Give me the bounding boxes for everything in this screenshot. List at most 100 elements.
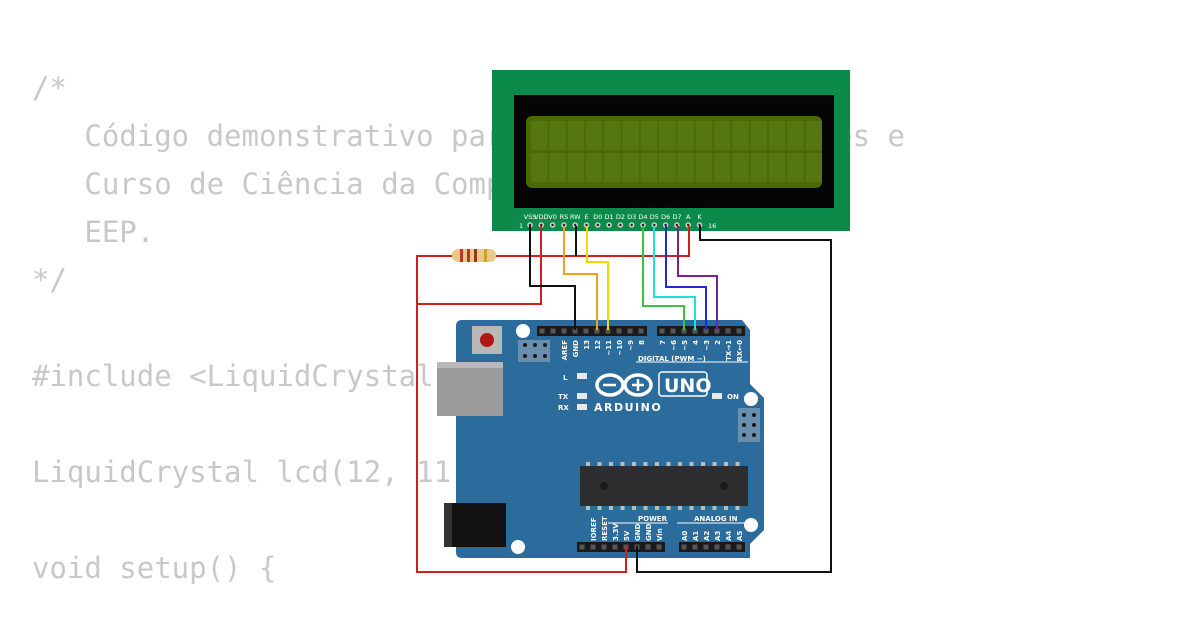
lcd-cell [787, 153, 804, 182]
analog-pin-label: A2 [703, 531, 711, 541]
led-on-label: ON [727, 393, 739, 401]
digital-pin-label: 7 [659, 340, 667, 345]
chip-leg [701, 462, 705, 466]
header-socket[interactable] [656, 544, 662, 550]
header-socket[interactable] [572, 328, 578, 334]
lcd-pin-label: D2 [616, 213, 625, 221]
header-socket[interactable] [659, 328, 665, 334]
power-pin-label: RESET [601, 516, 609, 541]
lcd-pin-label: K [697, 213, 702, 221]
analog-pin-label: A5 [736, 531, 744, 541]
lcd-cell [531, 153, 548, 182]
lcd-pin-label: E [584, 213, 588, 221]
header-socket[interactable] [594, 328, 600, 334]
reset-button[interactable] [472, 326, 502, 354]
power-header[interactable] [577, 542, 665, 552]
header-socket[interactable] [583, 328, 589, 334]
lcd-cell [622, 153, 639, 182]
digital-header-left[interactable] [537, 326, 647, 336]
header-socket[interactable] [670, 328, 676, 334]
chip-leg [655, 506, 659, 510]
led-rx-label: RX [558, 404, 569, 412]
header-socket[interactable] [645, 544, 651, 550]
chip-leg [609, 506, 613, 510]
header-socket[interactable] [736, 544, 742, 550]
lcd-cell [732, 121, 749, 150]
header-socket[interactable] [703, 544, 709, 550]
wire-d4-green[interactable] [642, 226, 685, 330]
chip-leg [609, 462, 613, 466]
resistor[interactable] [443, 249, 505, 262]
analog-title: ANALOG IN [694, 515, 738, 523]
chip-leg [643, 462, 648, 466]
power-title: POWER [638, 515, 668, 523]
lcd-cell [640, 153, 658, 182]
header-socket[interactable] [539, 328, 545, 334]
led-rx: RX [558, 404, 587, 412]
header-socket[interactable] [725, 328, 731, 334]
lcd-pin-hole [596, 223, 599, 227]
header-socket[interactable] [627, 328, 633, 334]
chip-leg [655, 462, 659, 466]
header-socket[interactable] [725, 544, 731, 550]
wire-5v-red[interactable] [416, 226, 627, 573]
model-text: UNO [664, 375, 711, 397]
lcd-pin-label: VDD [534, 213, 548, 221]
chip-leg [586, 462, 590, 466]
header-socket[interactable] [579, 544, 585, 550]
wire-d5-cyan[interactable] [653, 226, 696, 330]
header-socket[interactable] [616, 328, 622, 334]
lcd-cell [695, 121, 713, 150]
wire-k-black[interactable] [636, 226, 832, 573]
lcd-pin-number-first: 1 [519, 222, 523, 230]
lcd-cell [567, 153, 585, 182]
wire-rs-orange[interactable] [563, 226, 598, 330]
header-socket[interactable] [714, 328, 720, 334]
analog-header[interactable] [679, 542, 745, 552]
lcd-cell [805, 153, 822, 182]
digital-pin-label: 4 [692, 340, 700, 345]
header-socket[interactable] [550, 328, 556, 334]
wire-d7-purple[interactable] [677, 226, 718, 330]
header-socket[interactable] [692, 328, 698, 334]
header-socket[interactable] [605, 328, 611, 334]
wire-anode-red[interactable] [416, 226, 690, 304]
header-socket[interactable] [681, 544, 687, 550]
header-socket[interactable] [736, 328, 742, 334]
header-socket[interactable] [638, 328, 644, 334]
digital-pin-label: RX←0 [736, 340, 744, 362]
lcd-pin-hole [574, 223, 577, 227]
digital-pin-label: 2 [714, 340, 722, 345]
wire-d6-blue[interactable] [665, 226, 707, 330]
header-socket[interactable] [703, 328, 709, 334]
lcd-cell [567, 121, 585, 150]
digital-pin-label: 8 [638, 340, 646, 345]
code-line: void setup() { [32, 551, 277, 585]
lcd-pin-hole [551, 223, 554, 227]
chip-leg [701, 506, 705, 510]
header-socket[interactable] [590, 544, 596, 550]
header-socket[interactable] [681, 328, 687, 334]
header-socket[interactable] [601, 544, 607, 550]
lcd-cell [659, 153, 676, 182]
digital-pin-label: TX→1 [725, 340, 733, 361]
digital-pin-label: ~6 [670, 340, 678, 351]
chip-leg [689, 462, 694, 466]
lcd-cell [768, 121, 786, 150]
header-socket[interactable] [612, 544, 618, 550]
power-pin-label: 3.3V [612, 523, 620, 541]
header-socket[interactable] [692, 544, 698, 550]
wire-vss-black[interactable] [529, 226, 576, 330]
wire-e-yellow[interactable] [586, 226, 609, 330]
header-body [657, 326, 745, 336]
header-socket[interactable] [714, 544, 720, 550]
chip-leg [620, 462, 625, 466]
digital-header-right[interactable] [657, 326, 745, 336]
header-socket[interactable] [561, 328, 567, 334]
digital-pin-label: 13 [583, 340, 591, 350]
